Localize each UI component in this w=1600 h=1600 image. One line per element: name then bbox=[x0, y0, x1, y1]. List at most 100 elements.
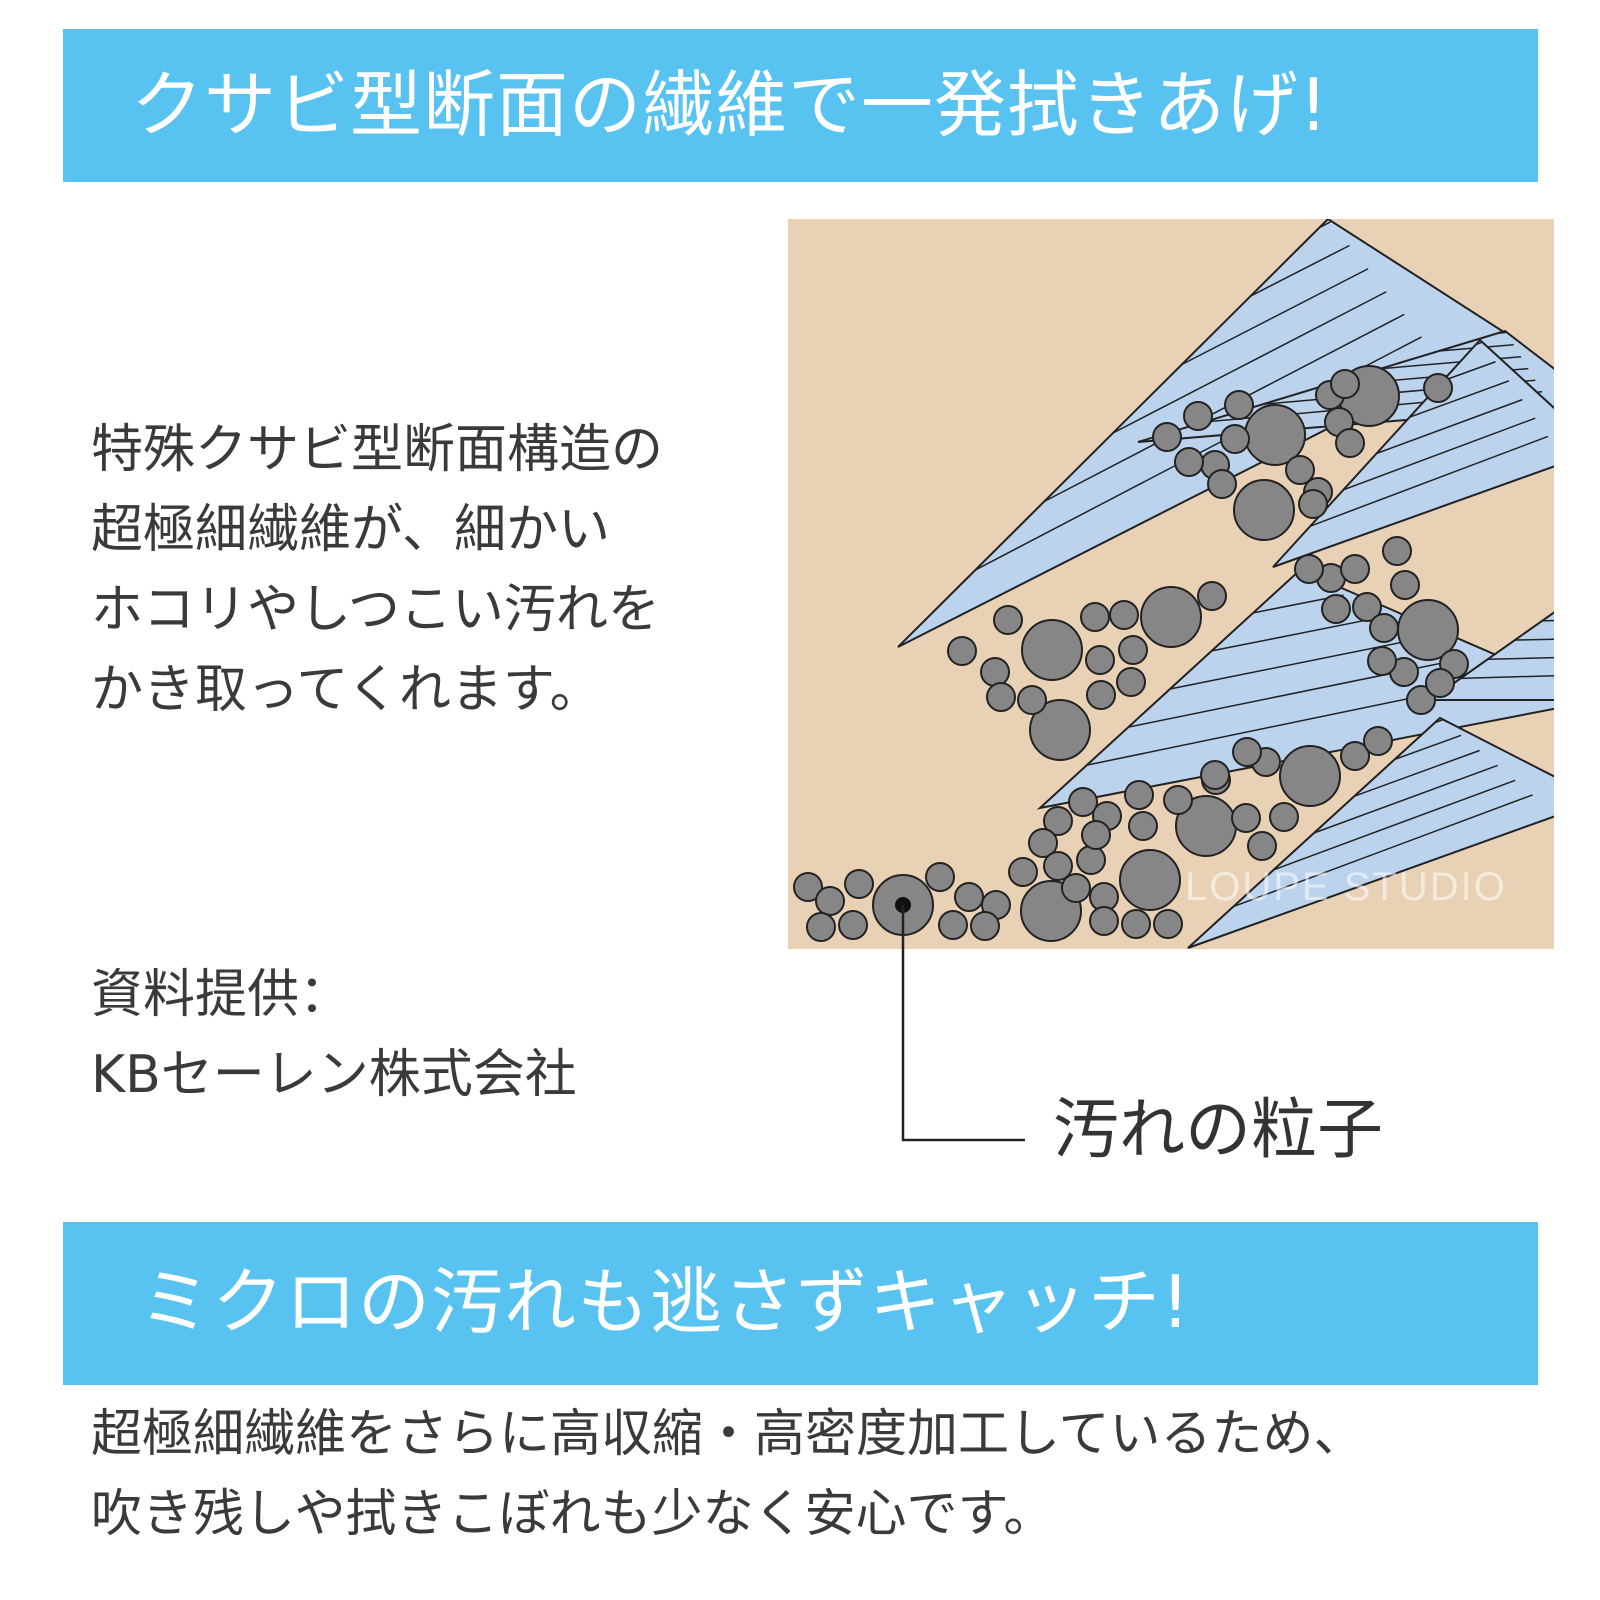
dirt-particle bbox=[954, 882, 984, 912]
fiber-cross-section-diagram bbox=[788, 219, 1554, 1142]
dirt-particle bbox=[1233, 479, 1295, 541]
source-credit: 資料提供： KBセーレン株式会社 bbox=[91, 955, 577, 1115]
dirt-particle bbox=[1128, 811, 1158, 841]
dirt-particle bbox=[1081, 820, 1111, 850]
dirt-particle bbox=[1224, 390, 1254, 420]
dirt-particle bbox=[1121, 909, 1151, 939]
fiber-hatch bbox=[1354, 749, 1480, 797]
footer-banner: ミクロの汚れも逃さずキャッチ! bbox=[63, 1222, 1538, 1385]
fiber-hatch bbox=[1394, 734, 1462, 761]
fiber-hatch bbox=[1250, 244, 1350, 297]
dirt-particle bbox=[1183, 401, 1213, 431]
fiber-hatch bbox=[1475, 341, 1482, 346]
dirt-particle bbox=[1340, 741, 1370, 771]
fiber-hatch bbox=[1442, 361, 1496, 382]
dirt-particle bbox=[815, 886, 845, 916]
dirt-particle bbox=[1352, 592, 1382, 622]
fiber-hatch bbox=[1542, 619, 1554, 622]
dirt-particle bbox=[1200, 760, 1230, 790]
dirt-particle bbox=[1124, 780, 1154, 810]
fiber-hatch bbox=[1043, 313, 1405, 503]
fiber-hatch bbox=[1112, 291, 1387, 434]
description-line: ホコリやしつこい汚れを bbox=[91, 580, 660, 640]
dirt-particle bbox=[1085, 645, 1115, 675]
description-line: 超極細繊維が、細かい bbox=[91, 500, 610, 560]
dirt-particle bbox=[1220, 424, 1250, 454]
dirt-particle bbox=[993, 605, 1023, 635]
dirt-particle bbox=[980, 657, 1010, 687]
dirt-particle bbox=[1369, 613, 1399, 643]
fiber-hatch bbox=[1434, 719, 1443, 724]
dirt-particles bbox=[793, 365, 1469, 942]
dirt-particle bbox=[1140, 586, 1202, 648]
dirt-particle bbox=[1116, 667, 1146, 697]
dirt-particle bbox=[1425, 668, 1455, 698]
particle-label: 汚れの粒子 bbox=[1053, 1091, 1383, 1168]
fiber-hatch bbox=[1376, 398, 1523, 455]
dirt-particle bbox=[1152, 422, 1182, 452]
dirt-particle bbox=[1330, 369, 1360, 399]
dirt-particle bbox=[1043, 851, 1073, 881]
fiber-hatch bbox=[1313, 764, 1498, 834]
dirt-particle bbox=[1076, 845, 1106, 875]
footer-line: 吹き残しや拭きこぼれも少なく安心です。 bbox=[91, 1485, 1055, 1544]
fiber-hatch bbox=[1273, 779, 1516, 871]
dirt-particle bbox=[1279, 745, 1341, 807]
dirt-particle bbox=[1118, 635, 1148, 665]
dirt-particle bbox=[947, 636, 977, 666]
dirt-particle bbox=[1061, 873, 1091, 903]
footer-title: ミクロの汚れも逃さずキャッチ! bbox=[139, 1260, 1191, 1344]
dirt-particle bbox=[1109, 600, 1139, 630]
dirt-particle bbox=[1363, 726, 1393, 756]
dirt-particle bbox=[1247, 831, 1277, 861]
header-banner: クサビ型断面の繊維で一発拭きあげ! bbox=[63, 29, 1538, 182]
dirt-particle bbox=[1340, 554, 1370, 584]
dirt-particle bbox=[1232, 737, 1262, 767]
dirt-particle bbox=[806, 912, 836, 942]
fiber-hatch bbox=[1343, 417, 1536, 491]
dirt-particle bbox=[1390, 570, 1420, 600]
fiber-hatch bbox=[1409, 380, 1510, 418]
fiber-hatch bbox=[1497, 331, 1507, 334]
dirt-particle bbox=[1029, 699, 1091, 761]
description-line: かき取ってくれます。 bbox=[91, 660, 602, 720]
dirt-particle bbox=[1367, 646, 1397, 676]
fiber-hatch bbox=[1211, 616, 1382, 652]
footer-description: 超極細繊維をさらに高収縮・高密度加工しているため、 吹き残しや拭きこぼれも少なく… bbox=[91, 1395, 1364, 1555]
credit-line: 資料提供： bbox=[91, 965, 352, 1025]
footer-line: 超極細繊維をさらに高収縮・高密度加工しているため、 bbox=[91, 1405, 1365, 1464]
dirt-particle bbox=[970, 911, 1000, 941]
particle-callout bbox=[895, 897, 1025, 1142]
dirt-particle bbox=[1017, 685, 1047, 715]
fiber-hatch bbox=[1181, 268, 1369, 366]
dirt-particle bbox=[793, 872, 823, 902]
dirt-particle bbox=[1197, 581, 1227, 611]
dirt-particle bbox=[986, 682, 1016, 712]
description-text: 特殊クサビ型断面構造の 超極細繊維が、細かい ホコリやしつこい汚れを かき取って… bbox=[91, 410, 663, 730]
dirt-particle bbox=[1153, 909, 1183, 939]
dirt-particle bbox=[1174, 447, 1204, 477]
dirt-particle bbox=[1163, 785, 1193, 815]
dirt-particle bbox=[1231, 803, 1261, 833]
dirt-particle bbox=[1321, 594, 1351, 624]
dirt-particle bbox=[938, 910, 968, 940]
dirt-particle bbox=[1294, 554, 1324, 584]
dirt-particle bbox=[1335, 428, 1365, 458]
fiber-hatch bbox=[1309, 435, 1549, 527]
fiber-hatch bbox=[1233, 794, 1533, 908]
dirt-particle bbox=[1008, 857, 1038, 887]
dirt-particle bbox=[1423, 373, 1453, 403]
dirt-particle bbox=[1028, 828, 1058, 858]
header-title: クサビ型断面の繊維で一発拭きあげ! bbox=[131, 63, 1329, 147]
dirt-particle bbox=[1086, 680, 1116, 710]
fiber-hatch bbox=[1487, 656, 1554, 660]
dirt-particle bbox=[1119, 849, 1181, 911]
dirt-particle bbox=[1080, 602, 1110, 632]
dirt-particle bbox=[1269, 802, 1299, 832]
callout-line bbox=[901, 905, 1025, 1142]
fiber-hatch bbox=[1319, 221, 1331, 229]
dirt-particle bbox=[1089, 906, 1119, 936]
watermark: LOUPE STUDIO bbox=[1185, 865, 1507, 909]
dirt-particle bbox=[844, 869, 874, 899]
description-line: 特殊クサビ型断面構造の bbox=[91, 420, 664, 480]
